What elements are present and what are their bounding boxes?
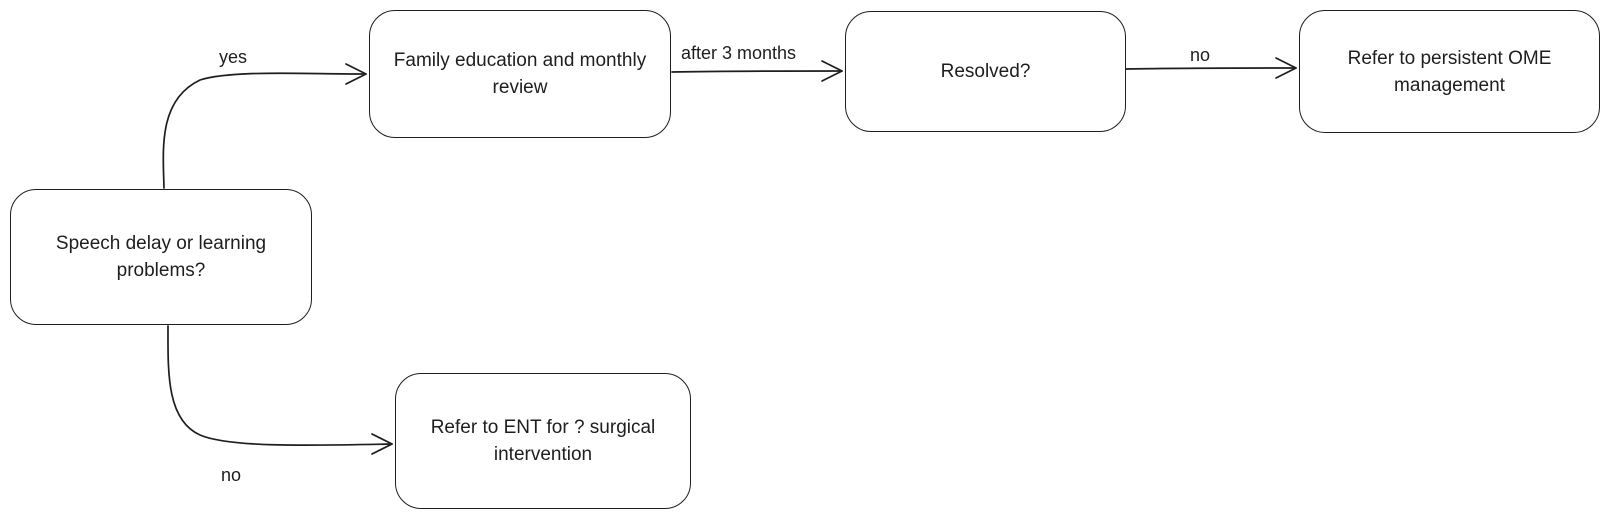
node-speech-delay-label: Speech delay or learning problems? [55, 233, 267, 281]
edge-speech-to-family [162, 72, 367, 189]
node-family-education-label: Family education and monthly review [393, 50, 647, 98]
edge-speech-to-family-arrowhead [345, 63, 367, 85]
node-refer-ent-label: Refer to ENT for ? surgical intervention [430, 417, 656, 465]
edge-family-to-resolved [671, 70, 843, 73]
node-speech-delay[interactable]: Speech delay or learning problems? [10, 189, 312, 325]
node-resolved-label: Resolved? [940, 61, 1031, 82]
node-family-education[interactable]: Family education and monthly review [369, 10, 671, 138]
edge-label-after-3-months: after 3 months [681, 43, 797, 63]
edge-speech-to-ent [167, 325, 393, 447]
node-refer-ent[interactable]: Refer to ENT for ? surgical intervention [395, 373, 691, 509]
edge-resolved-to-ome-arrowhead [1275, 57, 1297, 79]
edge-family-to-resolved-arrowhead [821, 60, 843, 82]
edge-label-no-ent: no [221, 465, 242, 485]
edge-speech-to-ent-arrowhead [371, 433, 393, 455]
edge-label-no-resolved: no [1190, 45, 1211, 65]
node-refer-ome-label: Refer to persistent OME management [1347, 47, 1552, 96]
edge-resolved-to-ome [1125, 67, 1297, 70]
node-refer-ome[interactable]: Refer to persistent OME management [1299, 10, 1600, 133]
edge-label-yes: yes [219, 47, 248, 67]
node-resolved[interactable]: Resolved? [845, 11, 1126, 132]
